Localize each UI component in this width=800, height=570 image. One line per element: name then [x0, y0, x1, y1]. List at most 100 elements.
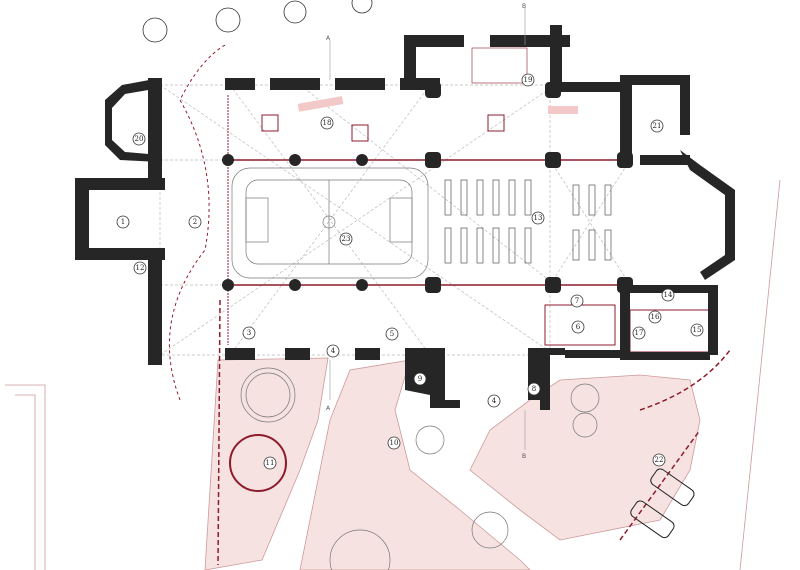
room-number: 19 — [524, 76, 533, 84]
room-label: 17 — [632, 326, 646, 340]
car-icon — [630, 500, 675, 539]
section-b-top: B — [522, 3, 526, 10]
room-label: 18 — [320, 116, 334, 130]
tree-icon — [142, 17, 168, 43]
pew — [508, 179, 516, 216]
column-icon — [356, 279, 368, 291]
trees — [142, 0, 373, 43]
garden-areas — [5, 44, 781, 570]
column-icon — [356, 154, 368, 166]
room-number: 9 — [418, 375, 422, 383]
columns — [222, 82, 633, 293]
column-icon — [617, 152, 633, 168]
pew — [460, 227, 468, 264]
room-number: 20 — [135, 135, 144, 143]
pew — [492, 227, 500, 264]
room-number: 2 — [193, 218, 197, 226]
room-label: 3 — [242, 326, 256, 340]
room-label: 10 — [387, 436, 401, 450]
room-label: 6 — [571, 320, 585, 334]
tree-icon — [215, 7, 241, 33]
room-label: 12 — [133, 261, 147, 275]
column-icon — [289, 154, 301, 166]
room-label: 23 — [339, 232, 353, 246]
room-number: 1 — [121, 218, 125, 226]
room-number: 7 — [575, 297, 579, 305]
room-label: 2 — [188, 215, 202, 229]
room-label: 14 — [661, 288, 675, 302]
room-label: 20 — [132, 132, 146, 146]
section-markers: A A B B — [326, 3, 526, 460]
column-icon — [545, 82, 561, 98]
room-label: 9 — [413, 372, 427, 386]
room-number: 11 — [266, 459, 275, 467]
column-icon — [425, 152, 441, 168]
room-label: 21 — [650, 119, 664, 133]
room-label: 15 — [690, 323, 704, 337]
room-number: 21 — [653, 122, 662, 130]
pew — [588, 229, 596, 261]
room-number: 23 — [342, 235, 351, 243]
pew — [524, 179, 532, 216]
pew — [588, 184, 596, 216]
pew — [572, 184, 580, 216]
room-label: 22 — [652, 453, 666, 467]
room-label: 4 — [326, 344, 340, 358]
room-number: 10 — [390, 439, 399, 447]
room-number: 4 — [492, 397, 497, 405]
sports-court — [231, 167, 429, 279]
column-icon — [425, 277, 441, 293]
room-label: 11 — [263, 456, 277, 470]
room-number: 12 — [136, 264, 145, 272]
room-label: 4 — [487, 394, 501, 408]
column-icon — [617, 277, 633, 293]
pew — [460, 179, 468, 216]
section-a-bottom: A — [326, 405, 331, 412]
pew — [604, 184, 612, 216]
room-number: 18 — [323, 119, 332, 127]
room-label: 16 — [648, 310, 662, 324]
pews — [444, 179, 612, 264]
pew — [444, 179, 452, 216]
room-label: 19 — [521, 73, 535, 87]
column-icon — [222, 279, 234, 291]
room-label: 5 — [385, 327, 399, 341]
room-number: 16 — [651, 313, 660, 321]
room-label: 1 — [116, 215, 130, 229]
room-number: 22 — [655, 456, 664, 464]
room-label: 13 — [531, 211, 545, 225]
room-number: 15 — [693, 326, 702, 334]
walls — [75, 25, 735, 410]
tree-icon — [351, 0, 373, 14]
parked-cars — [630, 468, 695, 539]
section-b-bottom: B — [522, 453, 526, 460]
pew — [508, 227, 516, 264]
room-number: 4 — [331, 347, 336, 355]
column-icon — [289, 279, 301, 291]
tree-icon — [283, 0, 307, 24]
room-number: 17 — [635, 329, 644, 337]
pew — [572, 229, 580, 261]
car-icon — [650, 468, 695, 507]
room-number: 8 — [532, 385, 536, 393]
red-partitions — [227, 47, 711, 353]
room-label: 7 — [570, 294, 584, 308]
column-icon — [222, 154, 234, 166]
section-a-top: A — [326, 35, 331, 42]
pew — [444, 227, 452, 264]
pew — [476, 227, 484, 264]
pew — [524, 227, 532, 264]
pew — [604, 229, 612, 261]
column-icon — [545, 152, 561, 168]
column-icon — [545, 277, 561, 293]
room-number: 13 — [534, 214, 543, 222]
column-icon — [425, 82, 441, 98]
pew — [476, 179, 484, 216]
pew — [492, 179, 500, 216]
room-label: 8 — [527, 382, 541, 396]
room-number: 3 — [247, 329, 251, 337]
room-number: 6 — [576, 323, 581, 331]
room-number: 5 — [390, 330, 394, 338]
